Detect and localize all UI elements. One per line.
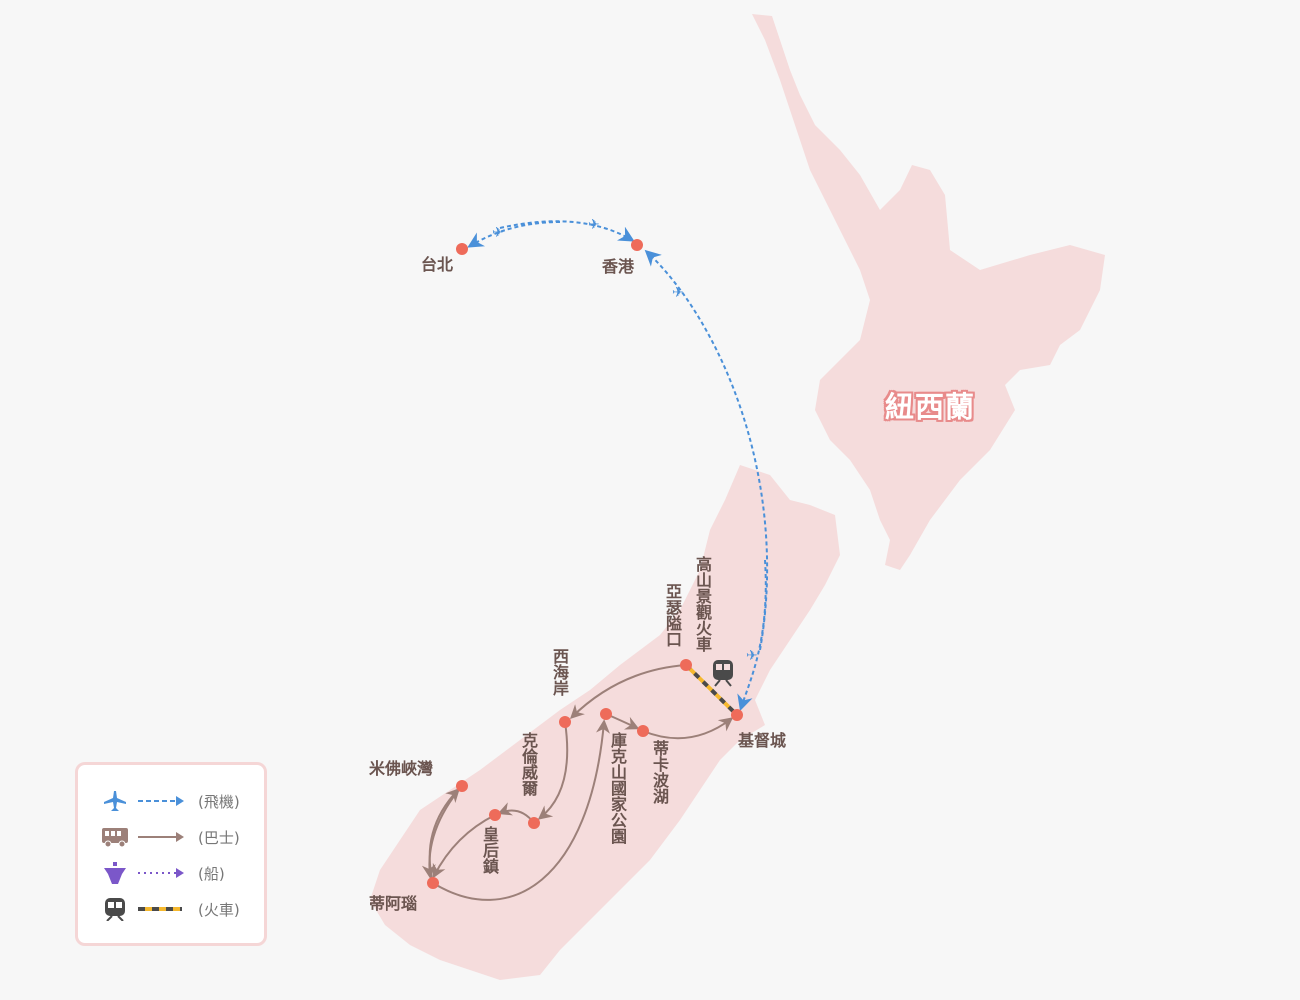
legend-label: (飛機) (198, 792, 240, 811)
north-island (752, 14, 1105, 570)
airplane-icon: ✈ (492, 225, 504, 241)
label-te-anau: 蒂阿瑙 (369, 894, 418, 913)
airplane-icon: ✈ (672, 285, 684, 301)
stop-taipei (456, 243, 468, 255)
flight-hk-christchurch (737, 559, 767, 712)
label-taipei: 台北 (421, 255, 454, 274)
south-island (370, 465, 840, 980)
stop-cromwell (528, 817, 540, 829)
train-route (684, 663, 739, 717)
label-hongkong: 香港 (602, 257, 635, 276)
legend-row-plane: (飛機) (100, 789, 240, 813)
flight-christchurch-hk (644, 249, 769, 651)
airplane-icon: ✈ (746, 648, 758, 664)
label-christchurch: 基督城 (738, 731, 787, 750)
label-arthurs-pass: 亞瑟隘口 (663, 583, 682, 647)
stop-christchurch (731, 709, 743, 721)
stop-te-anau (427, 877, 439, 889)
airplane-icon (104, 791, 184, 811)
stop-mount-cook (600, 708, 612, 720)
flight-taipei-hk (499, 220, 635, 242)
legend-label: (火車) (198, 900, 240, 919)
legend-label: (船) (198, 864, 225, 883)
legend-row-train: (火車) (100, 897, 240, 921)
label-milford: 米佛峽灣 (369, 759, 434, 778)
airplane-icon: ✈ (588, 217, 600, 233)
train-icon (105, 898, 182, 921)
bus-routes (421, 664, 734, 901)
stop-arthurs-pass (680, 659, 692, 671)
ship-icon (104, 862, 184, 884)
stop-milford (456, 780, 468, 792)
legend: (飛機) (巴士) (船) (火車) (75, 762, 267, 946)
stop-tekapo (637, 725, 649, 737)
stop-west-coast (559, 716, 571, 728)
legend-label: (巴士) (198, 828, 240, 847)
label-tekapo: 蒂卡波湖 (650, 740, 669, 804)
flight-routes (467, 220, 769, 712)
label-mount-cook: 庫克山國家公園 (608, 732, 627, 844)
bus-icon (102, 828, 184, 848)
label-tranz-alpine: 高山景觀火車 (693, 556, 712, 652)
train-icon (713, 660, 733, 687)
stop-hongkong (631, 239, 643, 251)
stops (427, 239, 743, 889)
legend-row-bus: (巴士) (100, 825, 240, 849)
label-west-coast: 西海岸 (550, 648, 569, 696)
plane-markers: ✈ ✈ ✈ ✈ (492, 217, 758, 664)
stop-queenstown (489, 809, 501, 821)
country-label: 紐西蘭 (885, 390, 976, 424)
legend-row-ship: (船) (100, 861, 225, 885)
label-queenstown: 皇后鎮 (480, 826, 499, 874)
label-cromwell: 克倫威爾 (519, 732, 538, 796)
